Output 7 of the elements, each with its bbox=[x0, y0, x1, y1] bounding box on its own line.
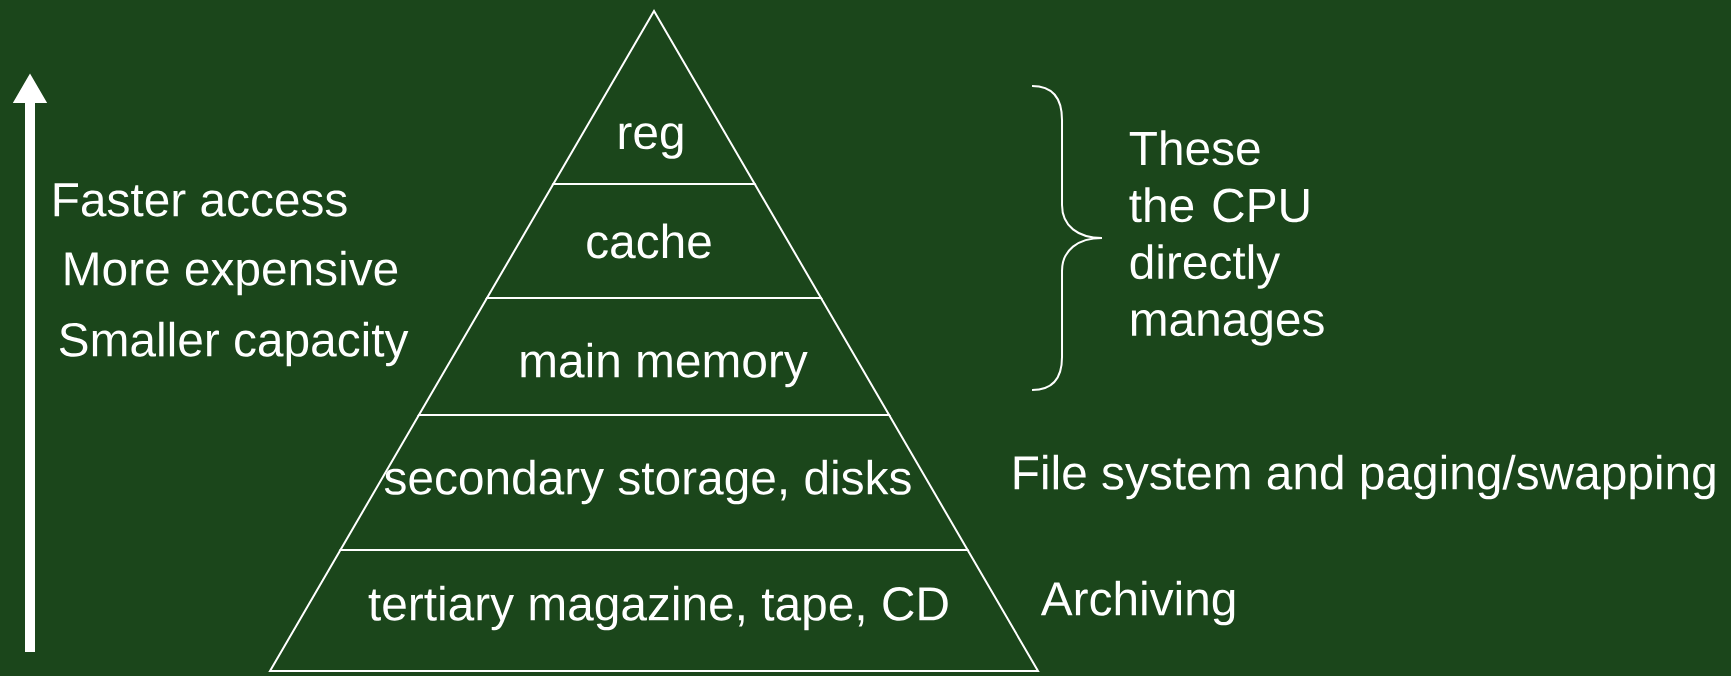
note-text: Faster access bbox=[54, 183, 347, 217]
note-text: Smaller capacity bbox=[59, 321, 409, 367]
pyramid-layer: main memory bbox=[417, 297, 891, 416]
note-text: These the CPU directly manages bbox=[1129, 130, 1324, 346]
side-note: Archiving bbox=[1040, 580, 1235, 626]
side-note: File system and paging/swapping bbox=[1014, 454, 1715, 500]
note-text: More expensive bbox=[65, 250, 398, 296]
